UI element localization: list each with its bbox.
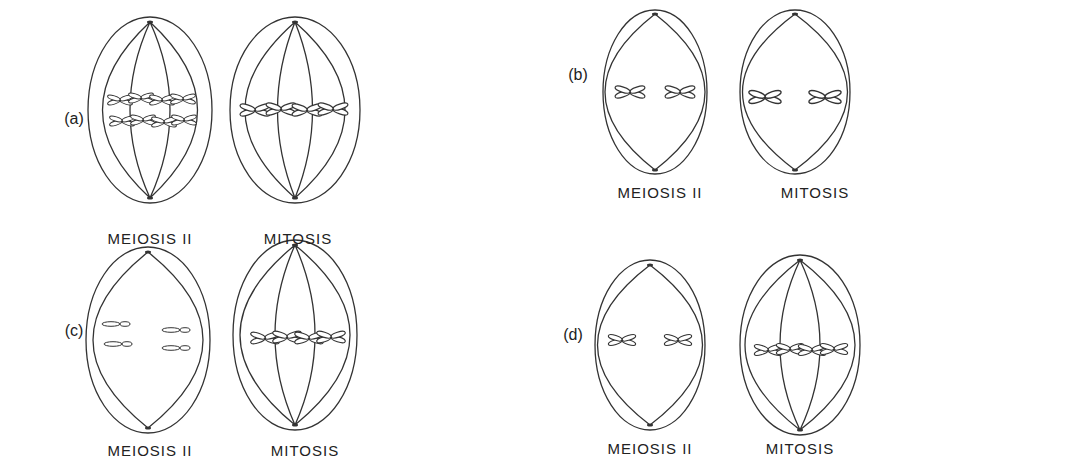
division-label: MEIOSIS II xyxy=(107,442,192,460)
cell-outline xyxy=(230,17,360,203)
spindle-fibers xyxy=(745,260,855,430)
spindle-fibers xyxy=(605,14,705,170)
division-label: MITOSIS xyxy=(766,440,834,458)
cell-outline xyxy=(233,240,357,430)
spindle-fibers xyxy=(743,14,848,170)
option-letter: (c) xyxy=(65,322,84,340)
spindle-fibers xyxy=(103,22,198,198)
division-label: MEIOSIS II xyxy=(107,230,192,248)
spindle-fibers xyxy=(93,252,203,428)
chromosomes xyxy=(102,85,848,357)
cell-outline xyxy=(603,10,707,174)
cell-outline xyxy=(740,10,850,174)
spindle-fibers xyxy=(240,245,350,425)
division-label: MEIOSIS II xyxy=(617,184,702,202)
division-label: MITOSIS xyxy=(264,230,332,248)
cell-outline xyxy=(88,17,212,203)
division-label: MITOSIS xyxy=(271,442,339,460)
cell-outline xyxy=(86,247,210,433)
option-letter: (d) xyxy=(563,326,583,344)
spindle-fibers xyxy=(598,265,703,425)
spindle-poles xyxy=(145,13,803,432)
division-label: MEIOSIS II xyxy=(607,440,692,458)
option-letter: (a) xyxy=(64,110,84,128)
cell-outline xyxy=(740,255,860,435)
division-label: MITOSIS xyxy=(781,184,849,202)
option-letter: (b) xyxy=(568,66,588,84)
cell-outline xyxy=(595,260,705,430)
